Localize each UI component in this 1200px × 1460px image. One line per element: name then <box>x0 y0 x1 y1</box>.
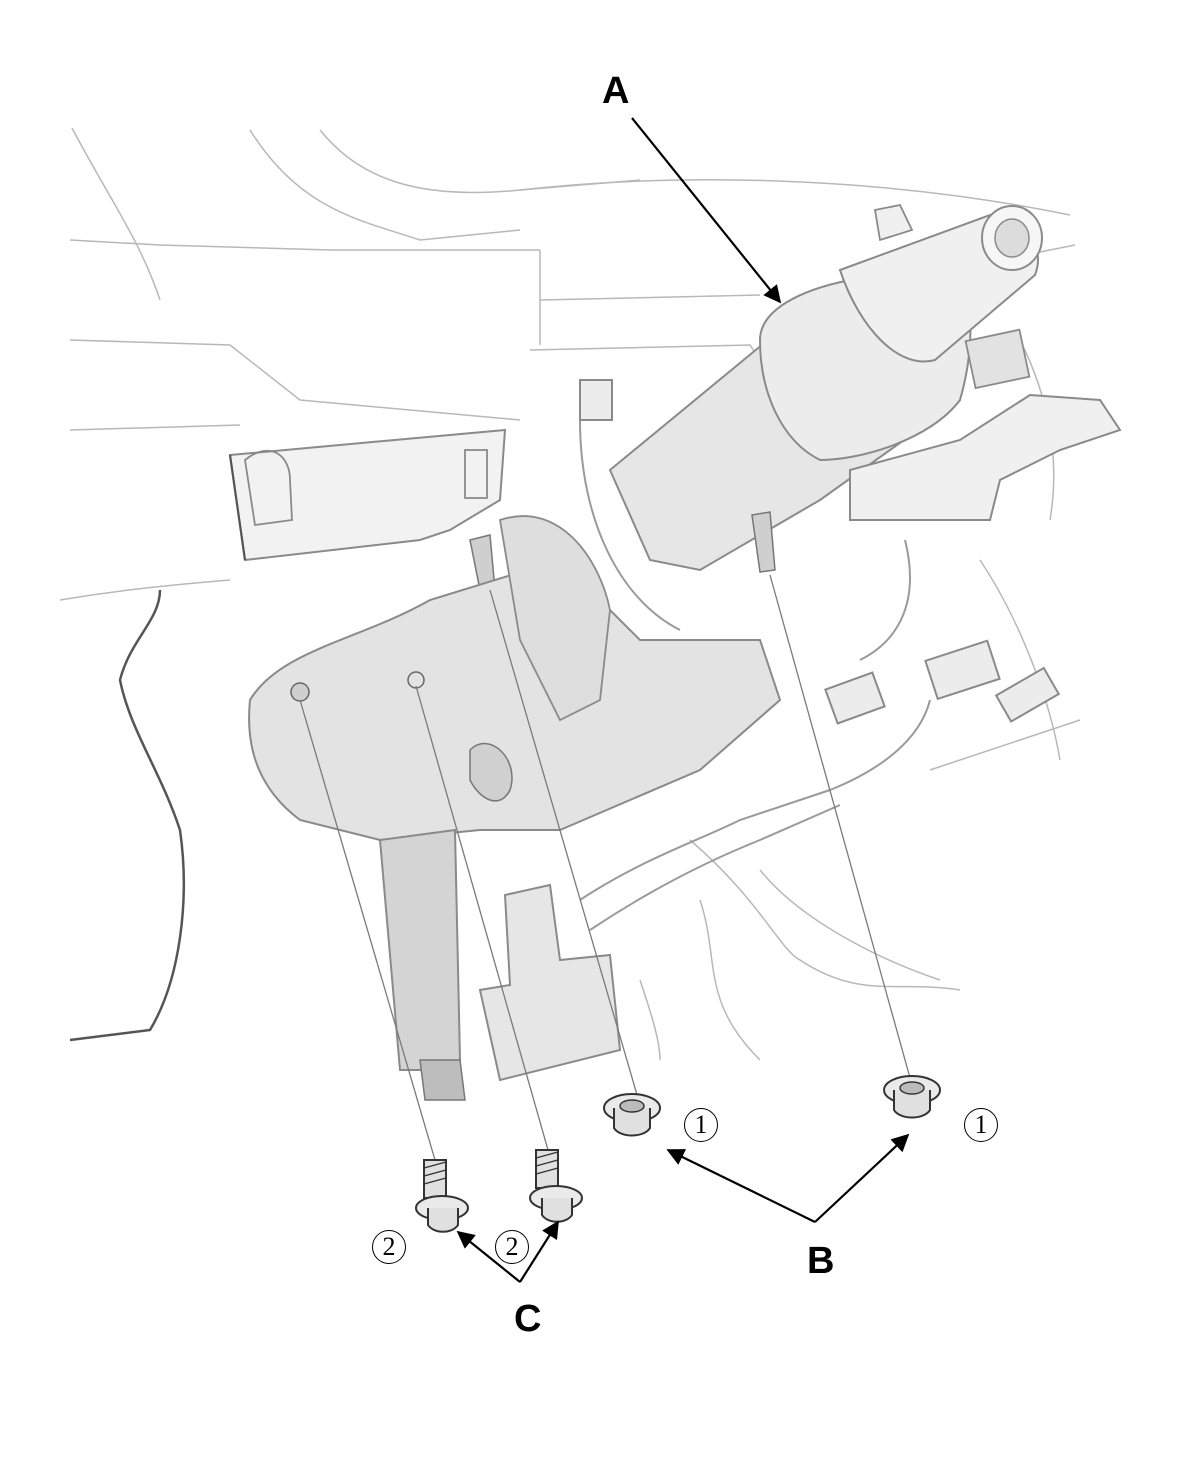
column-lower-housing <box>248 515 782 842</box>
door-trim-outline <box>69 589 185 1042</box>
step-marker-nut-right: 1 <box>964 1108 998 1142</box>
callout-b-flange-nuts: B <box>807 1240 835 1282</box>
step-marker-bolt-right: 2 <box>495 1230 529 1264</box>
flange-nut-right <box>883 1075 941 1119</box>
fastener-guide-lines <box>299 574 913 1161</box>
flange-bolt-right <box>529 1149 583 1223</box>
arrow-c-left <box>456 1230 521 1283</box>
arrow-b-left <box>666 1149 816 1223</box>
arrow-a <box>631 117 782 304</box>
callout-c-flange-bolts: C <box>514 1298 542 1340</box>
step-marker-bolt-left: 2 <box>372 1230 406 1264</box>
arrow-c-right <box>519 1220 559 1283</box>
flange-bolt-left <box>415 1159 469 1233</box>
callout-a-steering-column: A <box>602 70 630 112</box>
wire-harness <box>579 379 1061 931</box>
arrow-b-right <box>814 1133 910 1223</box>
flange-nut-left <box>603 1093 661 1137</box>
lower-bracket <box>478 883 622 1082</box>
steering-column-assembly <box>469 203 1122 591</box>
step-marker-nut-left: 1 <box>684 1108 718 1142</box>
knee-bolster-bracket <box>228 428 507 562</box>
leader-arrows <box>456 117 910 1283</box>
intermediate-shaft <box>378 828 466 1101</box>
